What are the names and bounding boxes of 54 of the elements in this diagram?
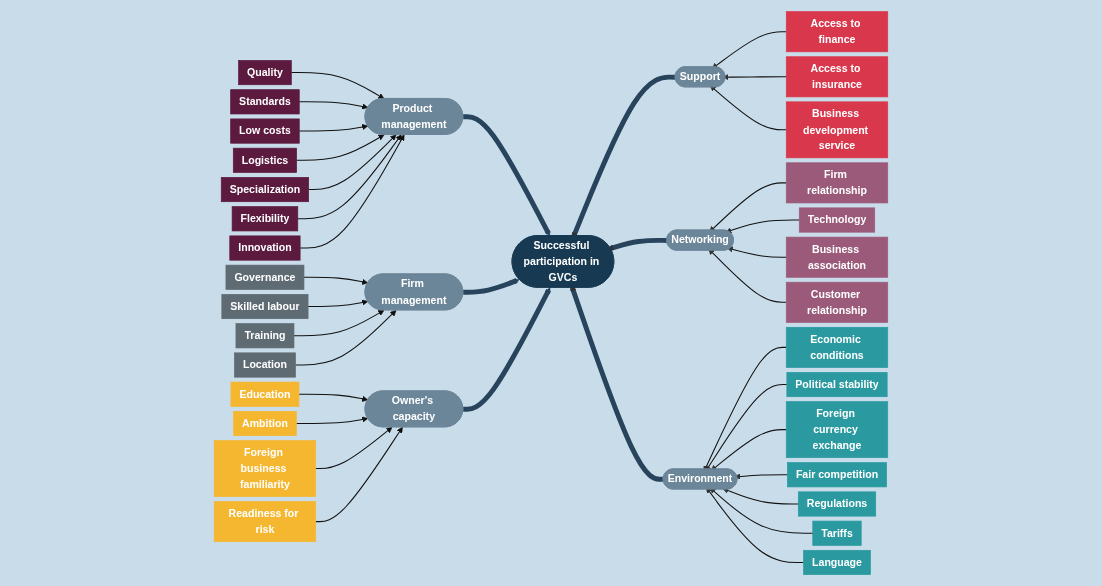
arrow xyxy=(298,123,369,132)
node-box: Quality xyxy=(238,59,292,85)
node-box: Logistics xyxy=(232,147,297,173)
node-box: Low costs xyxy=(230,118,300,144)
node-box: Flexibility xyxy=(231,206,299,232)
node-box: Skilled labour xyxy=(221,293,309,319)
node-box: Tariffs xyxy=(812,520,862,546)
arrow xyxy=(711,31,787,69)
node-box: Training xyxy=(235,323,295,349)
node-box: Customer relationship xyxy=(785,281,889,323)
arrow xyxy=(308,134,397,190)
node-box: Ambition xyxy=(233,410,297,436)
arrow xyxy=(726,246,787,258)
arrow xyxy=(297,134,402,220)
arrow xyxy=(463,114,551,236)
node-box: Technology xyxy=(798,207,876,233)
node-box: Firm relationship xyxy=(785,162,889,204)
node-box: Business association xyxy=(785,236,889,278)
arrow xyxy=(290,71,385,99)
arrow xyxy=(293,309,385,337)
node-box: Political stability xyxy=(786,371,888,397)
node-box: Business development service xyxy=(785,101,889,159)
arrow xyxy=(303,276,369,285)
node-box: Foreign business familiarity xyxy=(213,440,317,497)
node-box: Education xyxy=(230,381,300,407)
arrow xyxy=(709,85,787,131)
node-box: Language xyxy=(803,549,871,575)
node-box: Economic conditions xyxy=(785,326,889,368)
arrow xyxy=(463,278,520,295)
arrow xyxy=(463,287,551,412)
arrow xyxy=(709,487,814,534)
node-box: Regulations xyxy=(797,491,877,517)
node-box: Location xyxy=(234,352,296,378)
arrow xyxy=(315,426,403,522)
arrow xyxy=(295,416,369,424)
arrow xyxy=(708,248,787,303)
node-box: Access to insurance xyxy=(785,56,889,98)
arrow xyxy=(296,134,385,161)
arrow xyxy=(725,219,800,234)
node-box: Readiness for risk xyxy=(213,501,317,542)
node-box: Fair competition xyxy=(787,462,887,488)
node-box: Foreign currency exchange xyxy=(785,401,889,458)
node-box: Innovation xyxy=(229,235,301,261)
arrow xyxy=(294,309,397,366)
node-box: Access to finance xyxy=(785,11,889,52)
arrow xyxy=(298,101,369,110)
node-box: Specialization xyxy=(220,176,309,202)
arrow xyxy=(298,393,369,402)
arrow xyxy=(307,299,369,307)
arrow xyxy=(299,134,405,249)
node-box: Standards xyxy=(230,89,300,115)
arrow xyxy=(315,426,393,469)
arrow xyxy=(722,487,799,505)
node-box: Governance xyxy=(225,264,305,290)
